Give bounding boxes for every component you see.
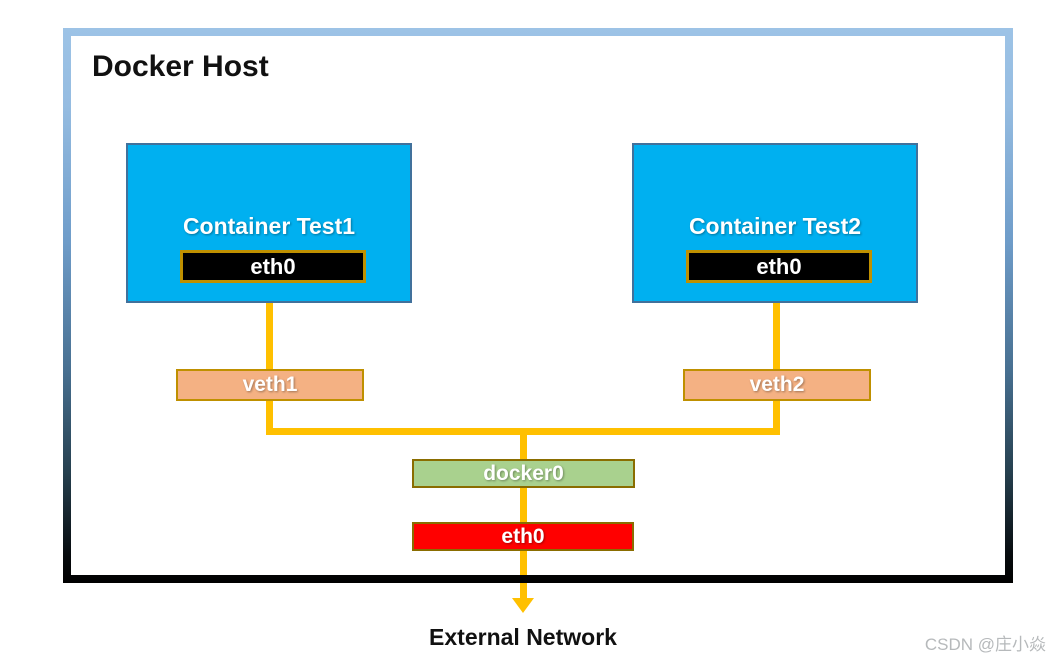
- container-test1-label: Container Test1: [182, 213, 356, 239]
- connector-line-eth0-to-external: [520, 583, 527, 599]
- connector-line-container2-to-bus: [773, 277, 780, 435]
- container-test2-eth0-interface: eth0: [686, 250, 872, 283]
- veth1-box: veth1: [176, 369, 364, 401]
- docker-host-title: Docker Host: [92, 50, 269, 83]
- external-network-label: External Network: [429, 624, 617, 650]
- docker-host-box: [63, 28, 1013, 583]
- arrow-down-icon: [512, 598, 534, 613]
- watermark: CSDN @庄小焱: [924, 635, 1046, 654]
- veth2-box: veth2: [683, 369, 871, 401]
- container-test2-label: Container Test2: [688, 213, 862, 239]
- docker-host-inner: [71, 36, 1005, 575]
- container-test1-eth0-interface: eth0: [180, 250, 366, 283]
- host-eth0-interface-box: eth0: [412, 522, 634, 551]
- container-test2-box: Container Test2 eth0: [632, 143, 918, 303]
- docker0-bridge-box: docker0: [412, 459, 635, 488]
- container-test1-box: Container Test1 eth0: [126, 143, 412, 303]
- connector-line-bus-to-eth0: [520, 428, 527, 575]
- connector-line-container1-to-bus: [266, 277, 273, 435]
